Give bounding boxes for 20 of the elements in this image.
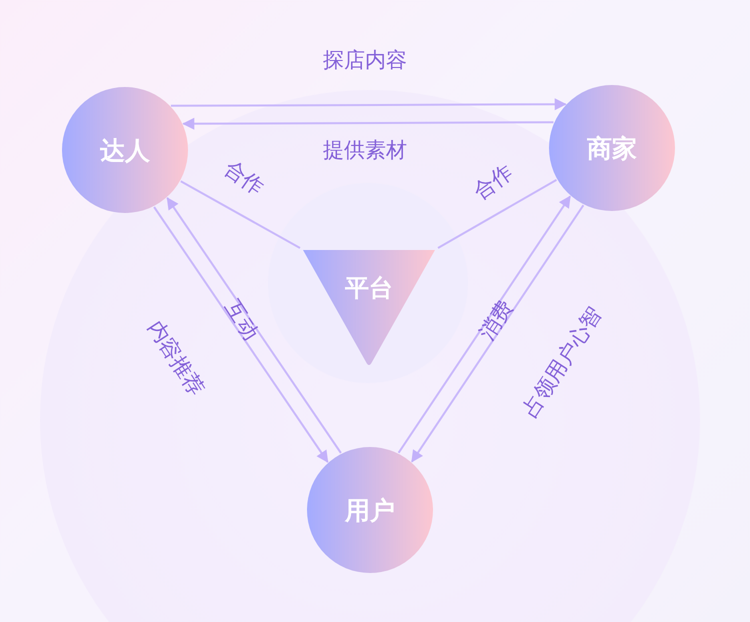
edge-label: 合作 xyxy=(218,155,270,202)
arrow xyxy=(166,197,342,454)
arrow xyxy=(182,118,554,130)
node-label: 用户 xyxy=(345,494,395,526)
arrow xyxy=(170,98,567,110)
edge-label: 合作 xyxy=(468,159,518,206)
arrow xyxy=(411,204,584,463)
node-label: 达人 xyxy=(100,134,150,166)
edge-label: 互动 xyxy=(220,294,264,346)
edge-label: 内容推荐 xyxy=(142,315,210,401)
edge-label: 探店内容 xyxy=(323,47,407,74)
connector-line xyxy=(438,179,557,249)
node-label: 平台 xyxy=(345,273,393,304)
arrow xyxy=(398,195,571,454)
arrow xyxy=(153,206,329,463)
connector-line xyxy=(180,180,300,249)
edge-label: 消费 xyxy=(474,294,518,346)
node-label: 商家 xyxy=(587,132,637,164)
edge-label: 提供素材 xyxy=(323,137,407,164)
edge-label: 占领用户心智 xyxy=(516,302,608,422)
